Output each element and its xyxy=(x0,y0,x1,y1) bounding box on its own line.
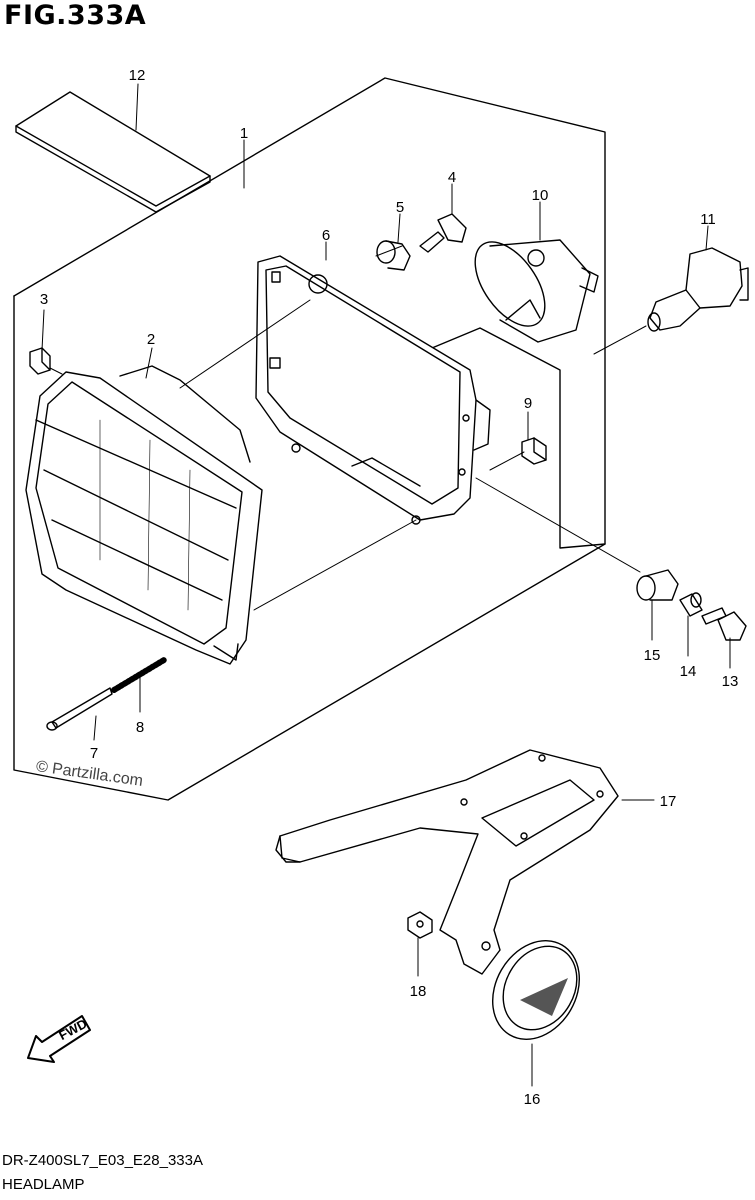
part-adjusting-screw[interactable] xyxy=(46,687,113,731)
callout-14: 14 xyxy=(680,663,697,680)
part-headlamp-unit[interactable] xyxy=(25,365,263,665)
leader-lines xyxy=(41,83,731,1087)
part-clip-nut-9[interactable] xyxy=(521,437,547,465)
part-socket-cover[interactable] xyxy=(461,230,599,343)
part-spring[interactable] xyxy=(111,657,167,693)
part-screw-4[interactable] xyxy=(419,213,467,253)
part-round-lamp[interactable] xyxy=(475,925,596,1055)
callout-18: 18 xyxy=(410,983,427,1000)
callout-10: 10 xyxy=(532,187,549,204)
figure-title: FIG.333A xyxy=(4,0,147,31)
callout-15: 15 xyxy=(644,647,661,664)
callout-numbers: 12 1 2 3 4 5 6 10 11 9 15 14 13 17 18 16… xyxy=(40,67,739,1108)
callout-3: 3 xyxy=(40,291,48,308)
part-label-sticker[interactable] xyxy=(15,91,211,213)
callout-7: 7 xyxy=(90,745,98,762)
part-grommet-5[interactable] xyxy=(376,240,411,271)
part-bolt-13[interactable] xyxy=(701,607,747,641)
part-headlamp-rim[interactable] xyxy=(255,255,491,525)
model-code: DR-Z400SL7_E03_E28_333A xyxy=(2,1152,203,1169)
callout-8: 8 xyxy=(136,719,144,736)
part-headlight-bulb[interactable] xyxy=(647,247,749,332)
callout-9: 9 xyxy=(524,395,532,412)
part-clip-nut-3[interactable] xyxy=(29,347,51,375)
callout-11: 11 xyxy=(700,211,716,228)
assembly-outline xyxy=(13,77,606,801)
callout-16: 16 xyxy=(524,1091,541,1108)
callout-12: 12 xyxy=(129,67,146,84)
part-grommet-15[interactable] xyxy=(636,569,679,601)
part-nut-18[interactable] xyxy=(407,911,433,939)
callout-2: 2 xyxy=(147,331,155,348)
callout-6: 6 xyxy=(322,227,330,244)
part-collar-14[interactable] xyxy=(679,592,703,617)
section-name: HEADLAMP xyxy=(2,1176,85,1193)
fwd-arrow-icon xyxy=(27,1015,91,1063)
part-headlamp-bracket[interactable] xyxy=(275,749,619,975)
callout-5: 5 xyxy=(396,199,404,216)
callout-17: 17 xyxy=(660,793,677,810)
callout-13: 13 xyxy=(722,673,739,690)
callout-1: 1 xyxy=(240,125,248,142)
callout-4: 4 xyxy=(448,169,456,186)
